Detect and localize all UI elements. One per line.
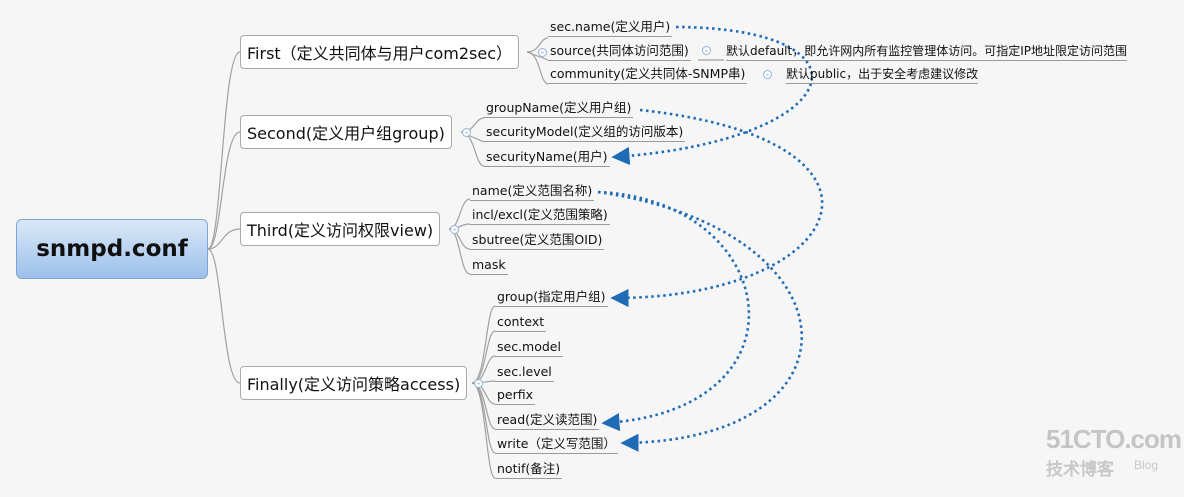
leaf-securitymodel[interactable]: securityModel(定义组的访问版本) (484, 122, 686, 142)
leaf-community[interactable]: community(定义共同体-SNMP串) (548, 64, 748, 84)
collapse-icon[interactable] (538, 48, 547, 57)
collapse-icon[interactable] (462, 128, 471, 137)
branch-third[interactable]: Third(定义访问权限view) (240, 212, 441, 246)
relationship-links (597, 25, 824, 452)
leaf-sbutree[interactable]: sbutree(定义范围OID) (470, 230, 605, 250)
note-community: 默认public，出于安全考虑建议修改 (786, 64, 979, 84)
leaf-perfix[interactable]: perfix (495, 385, 536, 405)
leaf-mask[interactable]: mask (470, 255, 508, 275)
collapse-icon[interactable] (702, 46, 711, 55)
leaf-context[interactable]: context (495, 312, 547, 332)
leaf-name[interactable]: name(定义范围名称) (470, 181, 595, 201)
collapse-icon[interactable] (474, 379, 483, 388)
leaf-groupname[interactable]: groupName(定义用户组) (484, 98, 634, 118)
branch-second[interactable]: Second(定义用户组group) (240, 115, 452, 149)
leaf-notif[interactable]: notif(备注) (495, 459, 563, 479)
branch-finally[interactable]: Finally(定义访问策略access) (240, 366, 468, 400)
leaf-sec-level[interactable]: sec.level (495, 362, 554, 382)
leaf-read[interactable]: read(定义读范围) (495, 410, 600, 430)
collapse-icon[interactable] (450, 225, 459, 234)
leaf-sec-model[interactable]: sec.model (495, 337, 563, 357)
leaf-securityname[interactable]: securityName(用户) (484, 147, 610, 167)
leaf-group[interactable]: group(指定用户组) (495, 287, 608, 307)
root-node[interactable]: snmpd.conf (16, 219, 208, 279)
watermark-cn: 技术博客 (1046, 460, 1114, 480)
leaf-incl-excl[interactable]: incl/excl(定义范围策略) (470, 205, 610, 225)
leaf-source[interactable]: source(共同体访问范围) (548, 41, 691, 61)
collapse-icon[interactable] (763, 70, 772, 79)
note-source: 默认default，即允许网内所有监控管理体访问。可指定IP地址限定访问范围 (726, 41, 1128, 61)
leaf-write[interactable]: write（定义写范围） (495, 434, 618, 454)
branch-first[interactable]: First（定义共同体与用户com2sec） (240, 35, 520, 69)
watermark-logo: 51CTO.com (1046, 424, 1182, 454)
watermark-blog: Blog (1134, 458, 1159, 472)
leaf-sec-name[interactable]: sec.name(定义用户) (548, 17, 673, 37)
